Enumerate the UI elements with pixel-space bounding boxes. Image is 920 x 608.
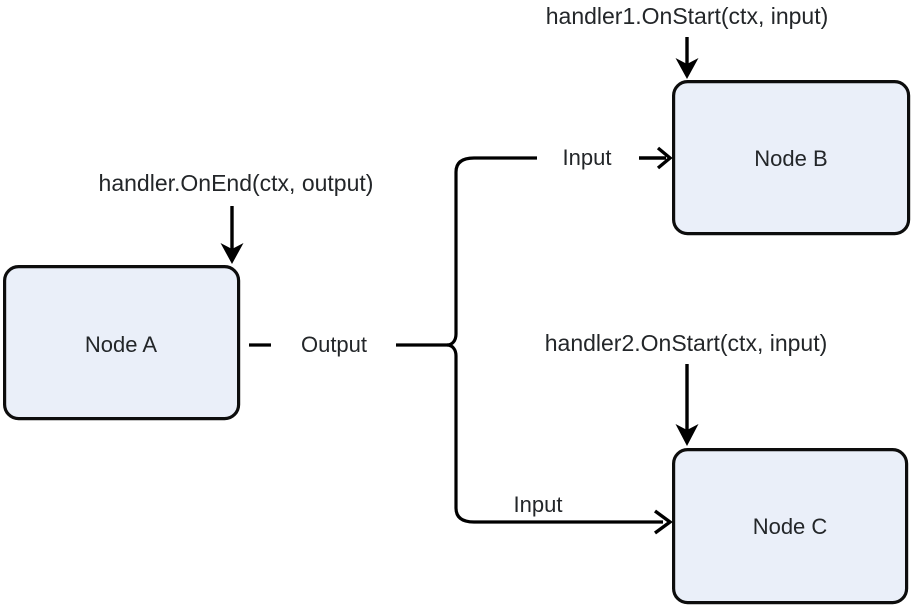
node-c-box[interactable] <box>671 448 909 605</box>
edge-branch-lower <box>446 343 663 524</box>
port-input-c-arrow-head <box>653 509 673 535</box>
handler1-on-start-b-annotation: handler1.OnStart(ctx, input) <box>546 3 829 79</box>
node-a[interactable]: Node A <box>2 265 241 421</box>
handler-on-end-a-arrow-head <box>220 243 244 264</box>
port-input-b-label: Input <box>563 145 612 170</box>
handler2-on-start-c-arrow-head <box>675 424 699 446</box>
edge-branch-upper <box>446 156 537 347</box>
handler-on-end-a-annotation: handler.OnEnd(ctx, output) <box>99 170 374 264</box>
handler-on-end-a-label: handler.OnEnd(ctx, output) <box>99 170 374 196</box>
handler2-on-start-c-label: handler2.OnStart(ctx, input) <box>545 330 828 356</box>
port-input-c-label: Input <box>514 492 563 517</box>
node-b[interactable]: Node B <box>671 79 911 236</box>
node-b-box[interactable] <box>671 79 911 236</box>
handler1-on-start-b-arrow-head <box>675 58 699 79</box>
port-input-c-annotation: Input <box>514 492 673 535</box>
node-a-label: Node A <box>85 332 157 357</box>
node-c[interactable]: Node C <box>671 448 909 605</box>
port-input-b-annotation: Input <box>563 145 673 170</box>
edge-output-fork <box>249 156 663 524</box>
port-output-a-label: Output <box>301 332 367 357</box>
port-input-b-arrow-head <box>656 146 673 170</box>
node-b-label: Node B <box>754 146 827 171</box>
handler2-on-start-c-annotation: handler2.OnStart(ctx, input) <box>545 330 828 446</box>
node-c-label: Node C <box>753 514 828 539</box>
node-a-box[interactable] <box>2 265 241 421</box>
handler1-on-start-b-label: handler1.OnStart(ctx, input) <box>546 3 829 29</box>
